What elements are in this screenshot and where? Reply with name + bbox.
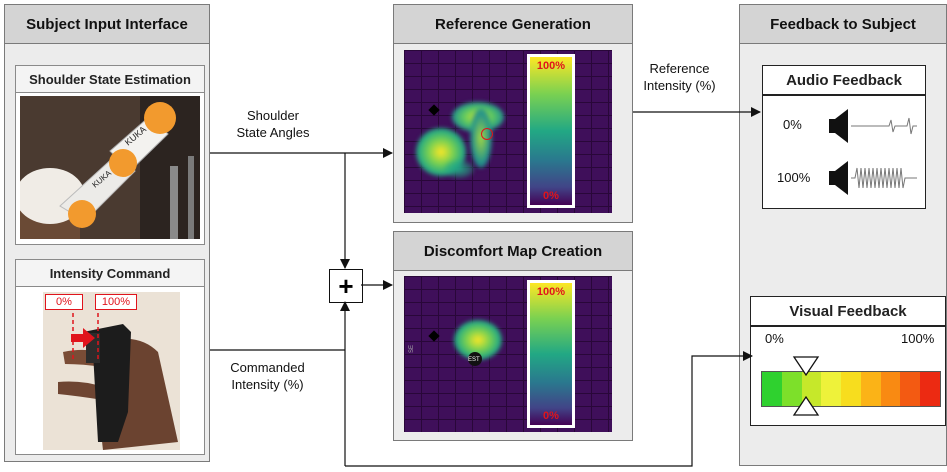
trigger-full-label: 100% xyxy=(95,294,137,310)
discomfort-map-title: Discomfort Map Creation xyxy=(394,232,632,271)
color-segment xyxy=(900,372,921,406)
discomfort-map-panel: Discomfort Map Creation EST SE 100% 0% xyxy=(393,231,633,441)
discomfort-colorbar-top: 100% xyxy=(536,286,566,298)
intensity-command-title: Intensity Command xyxy=(16,260,204,287)
reference-colorbar: 100% 0% xyxy=(527,54,575,208)
color-segment xyxy=(841,372,861,406)
audio-feedback-box: Audio Feedback 0% 100% xyxy=(762,65,926,209)
intensity-color-strip xyxy=(761,371,941,407)
visual-feedback-box: Visual Feedback 0% 100% xyxy=(750,296,946,426)
hand-trigger-photo: 0% 100% xyxy=(43,292,180,450)
commanded-label-2: Intensity (%) xyxy=(231,377,304,392)
speaker-icon-2 xyxy=(829,161,848,195)
reference-heatmap: 100% 0% xyxy=(404,50,612,213)
trigger-zero-label: 0% xyxy=(45,294,83,310)
discomfort-est-marker xyxy=(468,352,482,366)
shoulder-angles-label-2: State Angles xyxy=(236,125,310,140)
summation-node: + xyxy=(329,269,363,303)
reference-generation-title: Reference Generation xyxy=(394,5,632,44)
feedback-panel: Feedback to Subject Audio Feedback 0% 10… xyxy=(739,4,947,466)
subject-input-title: Subject Input Interface xyxy=(5,5,209,44)
visual-left-label: 0% xyxy=(765,331,784,346)
discomfort-colorbar: 100% 0% xyxy=(527,280,575,428)
visual-feedback-title: Visual Feedback xyxy=(751,297,945,327)
speaker-icon xyxy=(829,109,848,143)
shoulder-state-box: Shoulder State Estimation KUKA KUKA xyxy=(15,65,205,245)
commanded-to-visual-arrow xyxy=(345,351,753,467)
shoulder-state-title: Shoulder State Estimation xyxy=(16,66,204,93)
reference-colorbar-top: 100% xyxy=(536,60,566,72)
audio-feedback-title: Audio Feedback xyxy=(763,66,925,96)
visual-right-label: 100% xyxy=(901,331,935,346)
discomfort-heatmap: EST SE 100% 0% xyxy=(404,276,612,432)
color-segment xyxy=(781,372,802,406)
color-segment xyxy=(880,372,901,406)
color-segment xyxy=(860,372,881,406)
reference-blob-tail xyxy=(444,160,474,178)
color-segment xyxy=(920,372,941,406)
audio-waveforms xyxy=(829,109,917,195)
color-segment xyxy=(762,372,782,406)
audio-low-label: 0% xyxy=(783,117,802,132)
discomfort-colorbar-bottom: 0% xyxy=(543,410,559,422)
intensity-command-box: Intensity Command 0% 100% xyxy=(15,259,205,455)
reference-marker-ring xyxy=(481,128,493,140)
audio-high-label: 100% xyxy=(777,170,811,185)
reference-blob-diagonal xyxy=(470,108,492,168)
discomfort-est-label: EST xyxy=(468,357,480,363)
reference-generation-panel: Reference Generation 100% 0% xyxy=(393,4,633,223)
reference-colorbar-bottom: 0% xyxy=(543,190,559,202)
robot-arm-illustration: KUKA KUKA xyxy=(20,96,200,239)
commanded-label-1: Commanded xyxy=(230,360,305,375)
reference-intensity-label-2: Intensity (%) xyxy=(643,78,716,93)
shoulder-angles-label-1: Shoulder xyxy=(246,108,300,123)
feedback-title: Feedback to Subject xyxy=(740,5,946,44)
robot-photo: KUKA KUKA xyxy=(20,96,200,239)
reference-intensity-label-1: Reference xyxy=(649,61,710,76)
intensity-slider-indicator xyxy=(792,356,820,416)
color-segment xyxy=(821,372,842,406)
subject-input-panel: Subject Input Interface Shoulder State E… xyxy=(4,4,210,462)
